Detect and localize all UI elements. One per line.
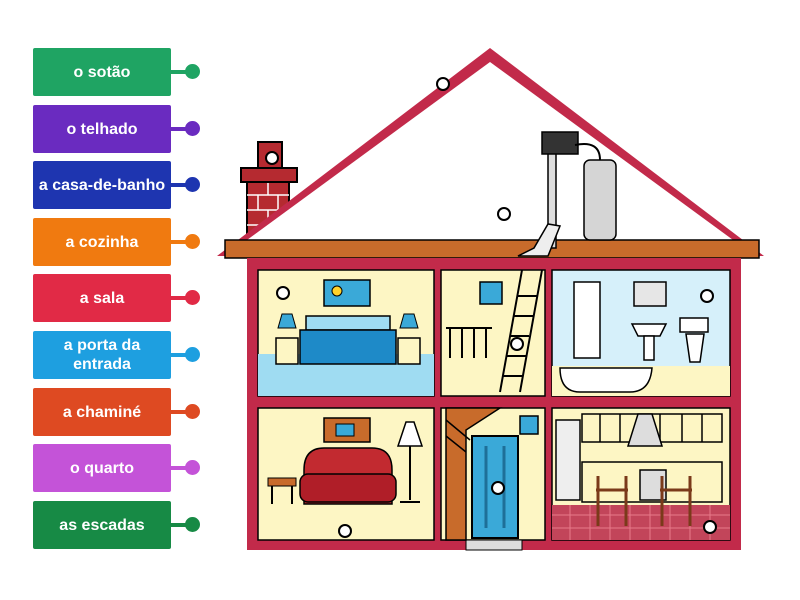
drop-target-living-room[interactable]: [338, 524, 352, 538]
drop-target-stairs-upper[interactable]: [510, 337, 524, 351]
drop-target-bathroom[interactable]: [700, 289, 714, 303]
roof: [217, 48, 764, 258]
drop-target-kitchen[interactable]: [703, 520, 717, 534]
drop-target-chimney[interactable]: [265, 151, 279, 165]
drop-target-attic[interactable]: [497, 207, 511, 221]
drop-target-front-door[interactable]: [491, 481, 505, 495]
drop-target-roof[interactable]: [436, 77, 450, 91]
drop-target-bedroom[interactable]: [276, 286, 290, 300]
